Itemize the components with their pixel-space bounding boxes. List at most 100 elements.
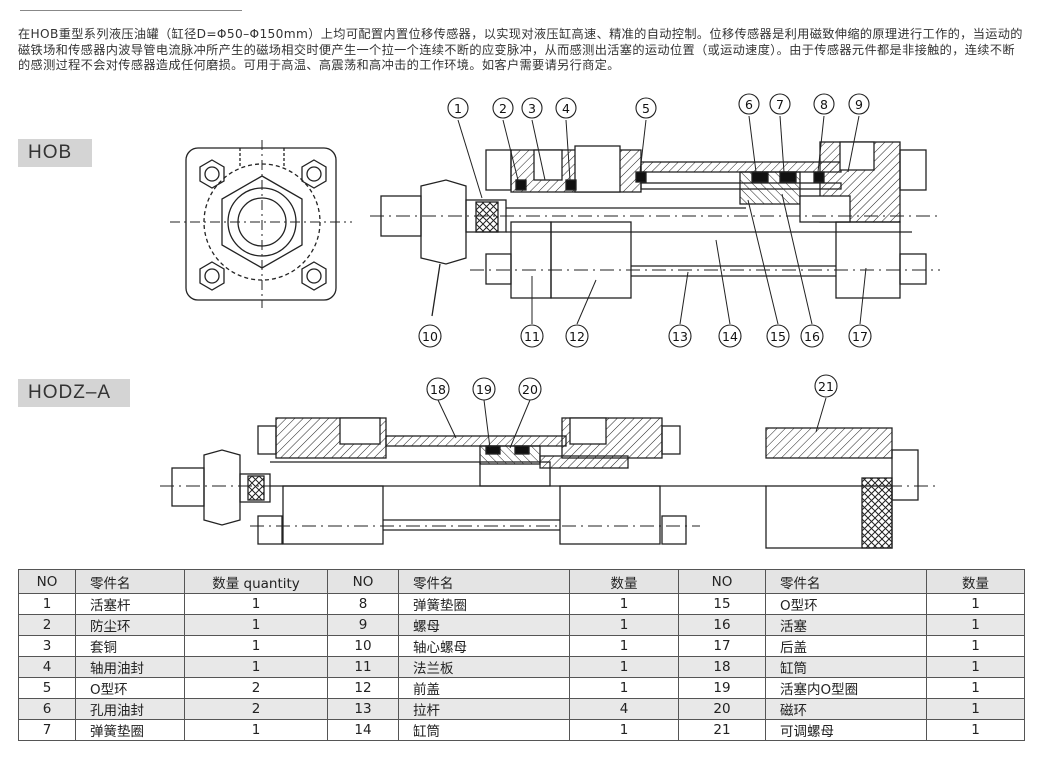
table-cell: 15 [678, 593, 766, 615]
table-cell: 13 [327, 698, 399, 720]
table-cell: 弹簧垫圈 [398, 593, 570, 615]
svg-text:5: 5 [642, 101, 650, 116]
callout-20: 20 [518, 377, 542, 401]
table-cell: 1 [569, 635, 679, 657]
table-cell: 1 [569, 719, 679, 741]
table-cell: 1 [184, 635, 328, 657]
table-cell: 12 [327, 677, 399, 699]
svg-text:15: 15 [770, 329, 786, 344]
svg-text:18: 18 [430, 382, 446, 397]
svg-text:17: 17 [852, 329, 868, 344]
callout-4: 4 [555, 97, 577, 119]
svg-text:21: 21 [818, 379, 834, 394]
table-cell: 6 [18, 698, 76, 720]
svg-text:12: 12 [569, 329, 585, 344]
table-cell: 1 [926, 719, 1025, 741]
svg-text:9: 9 [855, 97, 863, 112]
bolt-nut-br [301, 261, 327, 291]
svg-text:11: 11 [524, 329, 540, 344]
hob-side-view [370, 141, 940, 317]
col-qty-2: 数量 [569, 569, 679, 594]
table-cell: 7 [18, 719, 76, 741]
table-cell: 1 [926, 698, 1025, 720]
top-rule [20, 10, 242, 11]
callout-13: 13 [668, 324, 692, 348]
table-cell: 2 [184, 677, 328, 699]
table-cell: 轴心螺母 [398, 635, 570, 657]
table-cell: 8 [327, 593, 399, 615]
col-name-3: 零件名 [765, 569, 927, 594]
callout-5: 5 [635, 97, 657, 119]
callout-12: 12 [565, 324, 589, 348]
callout-10: 10 [418, 324, 442, 348]
table-cell: 11 [327, 656, 399, 678]
table-cell: 1 [569, 614, 679, 636]
table-cell: 18 [678, 656, 766, 678]
table-cell: 3 [18, 635, 76, 657]
table-cell: 1 [184, 719, 328, 741]
svg-text:6: 6 [745, 97, 753, 112]
table-cell: 17 [678, 635, 766, 657]
table-cell: 4 [18, 656, 76, 678]
table-cell: 16 [678, 614, 766, 636]
table-cell: 拉杆 [398, 698, 570, 720]
bolt-nut-tl [199, 159, 225, 189]
callout-2: 2 [492, 97, 514, 119]
col-name-1: 零件名 [75, 569, 185, 594]
table-cell: 弹簧垫圈 [75, 719, 185, 741]
intro-paragraph: 在HOB重型系列液压油罐（缸径D=Φ50–Φ150mm）上均可配置内置位移传感器… [18, 27, 1023, 73]
table-cell: 1 [18, 593, 76, 615]
callout-3: 3 [521, 97, 543, 119]
col-qty-1: 数量 quantity [184, 569, 328, 594]
table-cell: 14 [327, 719, 399, 741]
table-cell: 10 [327, 635, 399, 657]
table-cell: 磁环 [765, 698, 927, 720]
table-cell: 活塞内O型圈 [765, 677, 927, 699]
table-cell: 前盖 [398, 677, 570, 699]
callout-18: 18 [426, 377, 450, 401]
svg-text:1: 1 [454, 101, 462, 116]
table-cell: 2 [184, 698, 328, 720]
table-cell: 1 [926, 614, 1025, 636]
svg-text:16: 16 [804, 329, 820, 344]
table-cell: 21 [678, 719, 766, 741]
callout-17: 17 [848, 324, 872, 348]
table-cell: 1 [184, 656, 328, 678]
parts-table: NO 零件名 数量 quantity NO 零件名 数量 NO 零件名 数量 1… [18, 569, 1025, 741]
col-no-3: NO [678, 569, 766, 594]
table-header-row: NO 零件名 数量 quantity NO 零件名 数量 NO 零件名 数量 [18, 569, 1025, 594]
hodz-side-view [160, 417, 935, 549]
callout-8: 8 [813, 93, 835, 115]
bolt-nut-bl [199, 261, 225, 291]
table-cell: 法兰板 [398, 656, 570, 678]
table-cell: 1 [184, 614, 328, 636]
callout-9: 9 [848, 93, 870, 115]
table-cell: 1 [926, 593, 1025, 615]
table-cell: O型环 [75, 677, 185, 699]
table-cell: 缸筒 [398, 719, 570, 741]
col-no-1: NO [18, 569, 76, 594]
svg-text:8: 8 [820, 97, 828, 112]
hob-end-view [170, 140, 352, 308]
callout-16: 16 [800, 324, 824, 348]
table-cell: 螺母 [398, 614, 570, 636]
col-qty-3: 数量 [926, 569, 1025, 594]
table-cell: 可调螺母 [765, 719, 927, 741]
table-cell: 2 [18, 614, 76, 636]
table-cell: 缸筒 [765, 656, 927, 678]
table-cell: 轴用油封 [75, 656, 185, 678]
svg-text:2: 2 [499, 101, 507, 116]
table-cell: 1 [569, 593, 679, 615]
table-cell: 1 [569, 656, 679, 678]
table-cell: 活塞杆 [75, 593, 185, 615]
table-cell: O型环 [765, 593, 927, 615]
callouts-hodz: 18 19 20 21 [426, 374, 838, 401]
col-no-2: NO [327, 569, 399, 594]
